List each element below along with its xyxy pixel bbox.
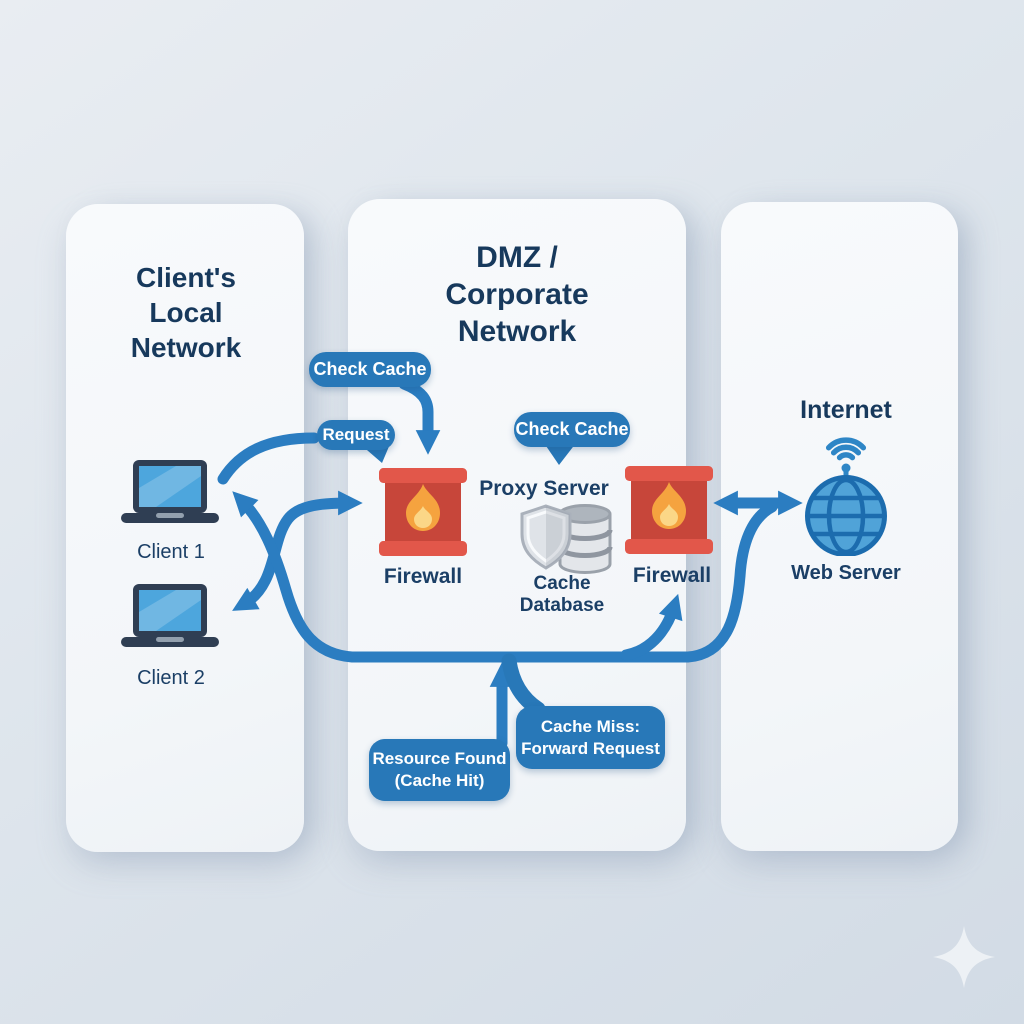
firewall1-icon: [377, 466, 469, 563]
dmz-title-line2: Corporate: [445, 278, 589, 311]
local-title-line3: Network: [130, 332, 242, 363]
client2-laptop-icon: [114, 582, 226, 655]
cache-hit-callout: Resource Found (Cache Hit): [369, 739, 510, 801]
database-cylinder: [557, 504, 613, 574]
dmz-network-title: DMZ / Corporate Network: [368, 239, 666, 350]
request-callout: Request: [317, 420, 395, 450]
local-network-title: Client's Local Network: [76, 260, 296, 365]
web-server-label: Web Server: [791, 562, 901, 584]
arrow-client1-request: [217, 432, 320, 485]
check-cache-proxy-callout: Check Cache: [514, 412, 630, 447]
dmz-title-line3: Network: [457, 315, 577, 348]
cache-miss-callout: Cache Miss: Forward Request: [516, 706, 665, 769]
client2-label: Client 2: [137, 667, 205, 689]
client1-label: Client 1: [137, 541, 205, 563]
firewall1-label: Firewall: [383, 565, 463, 588]
arrow-checkcache-firewall1: [398, 378, 441, 455]
firewall2-label: Firewall: [632, 564, 712, 587]
cachemiss-bubble-tail: [501, 653, 546, 717]
arrow-into-firewall2: [620, 593, 683, 661]
web-server-globe-icon: [800, 432, 892, 561]
client1-laptop-icon: [114, 458, 226, 531]
check-cache-top-callout: Check Cache: [309, 352, 431, 387]
cache-database-icon: [518, 502, 614, 579]
checkcache-proxy-bubble-tail: [544, 443, 576, 465]
cache-database-label: Cache Database: [519, 573, 605, 616]
wifi-signal: [825, 437, 867, 461]
arrow-return-to-client1: [232, 491, 778, 663]
local-title-line2: Local: [149, 297, 223, 328]
globe: [805, 475, 887, 557]
dmz-title-line1: DMZ /: [476, 241, 558, 274]
sparkle-icon: [933, 926, 995, 993]
shield: [520, 504, 572, 570]
local-title-line1: Client's: [135, 262, 236, 293]
firewall2-icon: [623, 464, 715, 561]
internet-title: Internet: [800, 396, 892, 424]
proxy-server-label: Proxy Server: [479, 477, 609, 500]
arrow-client2-firewall1: [232, 490, 363, 611]
